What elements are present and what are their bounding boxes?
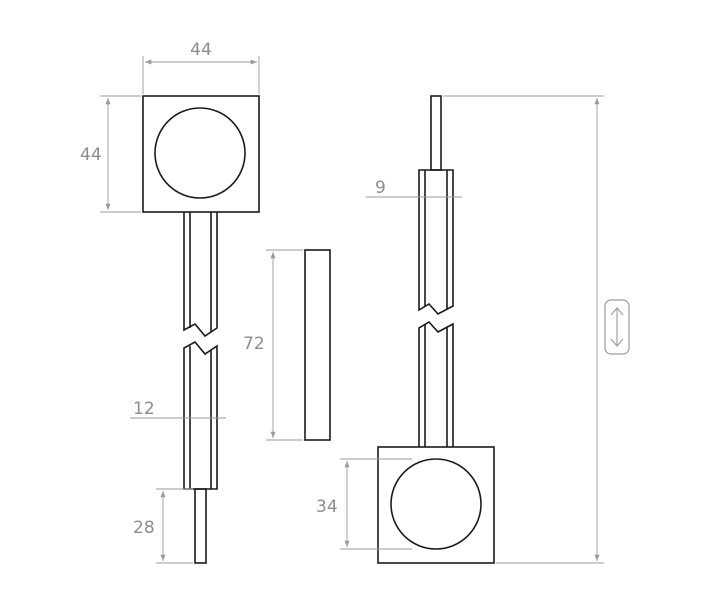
right-pin (430, 95, 442, 171)
dim-label-bar-length: 72 (243, 334, 265, 354)
left-round-knob (154, 107, 246, 199)
dim-label-top-height: 44 (80, 145, 102, 165)
right-square-rose (377, 446, 495, 564)
left-square-rose (142, 95, 260, 213)
dim-label-bar-width-left: 12 (133, 399, 155, 419)
double-vertical-arrow-icon (604, 299, 630, 355)
middle-bar (304, 249, 331, 441)
left-bar-upper (183, 212, 218, 338)
left-assembly (142, 95, 260, 564)
left-bar-lower (183, 340, 218, 490)
right-assembly (377, 95, 495, 564)
right-dimensions: 9 34 (316, 95, 630, 564)
left-pin (194, 488, 207, 564)
dim-label-top-width: 44 (190, 40, 212, 60)
dim-label-bar-width-right: 9 (375, 178, 386, 198)
left-dimensions: 44 44 12 28 (80, 40, 260, 564)
right-round-knob (390, 458, 482, 550)
middle-bar-group: 72 (243, 249, 331, 441)
dim-label-knob-diameter: 34 (316, 497, 338, 517)
right-bar-upper (418, 169, 454, 316)
right-bar-lower (418, 320, 454, 447)
dim-label-pin-length: 28 (133, 518, 155, 538)
